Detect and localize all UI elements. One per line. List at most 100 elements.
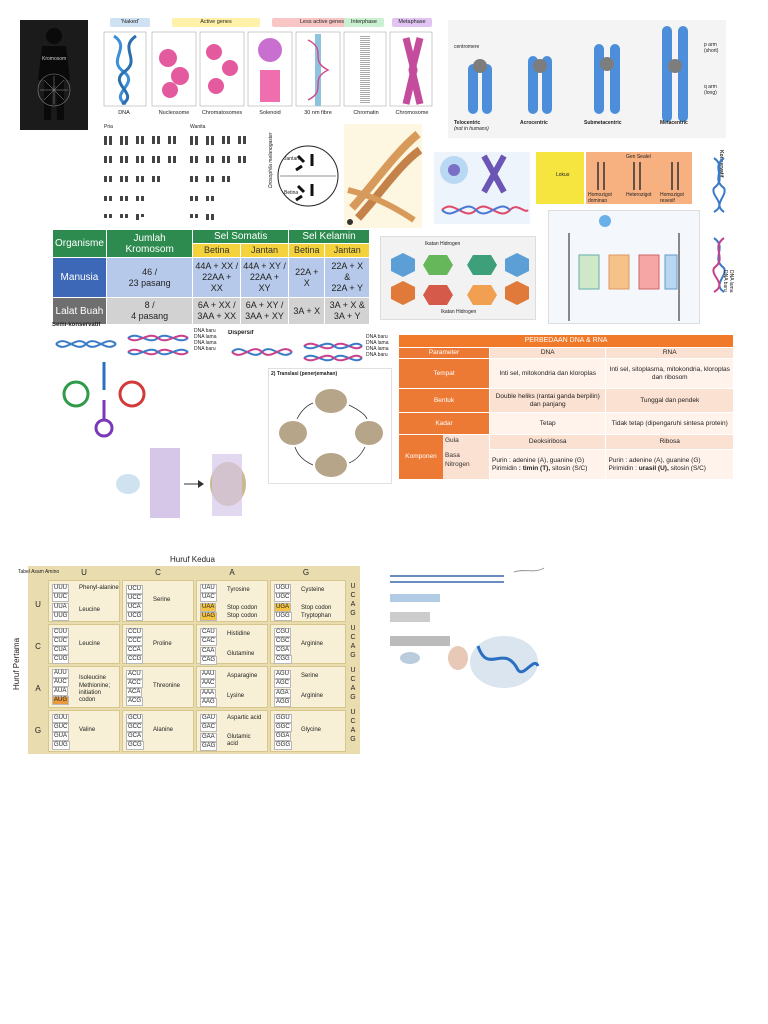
th-sel-somatis: Sel Somatis xyxy=(192,229,289,245)
karyotype-female-label: Wanita xyxy=(190,124,206,130)
first-g: G xyxy=(34,726,42,735)
th-jumlah-kromosom: Jumlah Kromosom xyxy=(105,229,194,259)
konservatif-legend-baru: DNA baru xyxy=(722,270,728,292)
dr-dna: Double heliks (rantai ganda berpilin) da… xyxy=(488,388,607,413)
disp-title: Dispersif xyxy=(228,330,254,336)
sub-betina-2: Betina xyxy=(287,243,326,259)
stage-chromatin: Chromatin xyxy=(353,110,379,116)
cell-som-jantan: 44A + XY /22AA + XY xyxy=(240,257,289,298)
translation-figure: 2) Translasi (penerjemahan) xyxy=(268,368,392,484)
cell-dna-graphic xyxy=(440,154,529,215)
disp-legend-3: DNA lama xyxy=(366,346,389,352)
second-u: U xyxy=(81,568,87,577)
cell-som-jantan: 6A + XY /3AA + XY xyxy=(240,297,289,325)
gene-box-title: Gen Sealel xyxy=(626,154,651,160)
first-a: A xyxy=(35,684,41,693)
dr-header-dna: DNA xyxy=(488,347,607,359)
nitrogen-label: Nitrogen xyxy=(445,461,470,468)
type-submetacentric: Submetacentric xyxy=(584,120,622,126)
protein-synthesis-figure xyxy=(384,566,552,696)
tag-naked: 'Naked' xyxy=(110,18,150,27)
semi-legend-1: DNA baru xyxy=(194,328,216,334)
ribosome-graphic xyxy=(116,448,246,518)
sub-betina-1: Betina xyxy=(192,243,242,259)
disp-legend-1: DNA baru xyxy=(366,334,388,340)
conservative-replication-figure: Konservatif DNA lama DNA baru xyxy=(704,150,744,330)
cell-kel-jantan: 3A + X &3A + Y xyxy=(324,297,370,325)
dr-param: Bentuk xyxy=(398,388,490,413)
drosophila-jantan: Jantan xyxy=(284,156,300,162)
dr-rna: Tunggal dan pendek xyxy=(605,388,734,413)
homozigot-dominan: Homozigot dominan xyxy=(588,192,612,204)
ribosome-figure xyxy=(110,446,248,520)
dna-rna-comparison-table: PERBEDAAN DNA & RNA Parameter DNA RNA Te… xyxy=(398,334,734,486)
tag-less-active: Less active genes xyxy=(272,18,372,27)
translation-title: 2) Translasi (penerjemahan) xyxy=(271,371,338,377)
centromere-pointer: centromere xyxy=(454,44,480,50)
table-row: Purin : adenine (A), guanine (G) Pirimid… xyxy=(399,449,734,480)
protein-synthesis-graphic xyxy=(390,567,545,688)
stage-chromatosomes: Chromatosomes xyxy=(201,110,243,116)
base-pair-graphic xyxy=(391,253,529,305)
table-row: Bentuk Double heliks (rantai ganda berpi… xyxy=(398,388,734,413)
conservative-helix-graphic xyxy=(712,157,726,293)
locus-label: Lokus xyxy=(556,172,570,178)
karyotype-chromosomes-graphic xyxy=(104,136,246,220)
chromatin-stages-graphic xyxy=(103,31,433,107)
disp-legend-4: DNA baru xyxy=(366,352,388,358)
disp-helix-graphic xyxy=(231,342,363,362)
allele-bars-graphic xyxy=(597,162,679,190)
th-organisme: Organisme xyxy=(52,229,107,259)
table-row: Tempat Inti sel, mitokondria dan kloropl… xyxy=(398,358,734,389)
row-name: Manusia xyxy=(52,257,107,298)
dr-dna-basa: Purin : adenine (A), guanine (G) Pirimid… xyxy=(488,449,607,480)
codon-table-tag: Tabel Asam Amino xyxy=(18,569,60,575)
dr-dna: Inti sel, mitokondria dan kloroplas xyxy=(488,358,607,389)
type-telocentric: Telocentric xyxy=(454,120,481,126)
dr-rna-gula: Ribosa xyxy=(605,434,734,450)
p-arm-label: p arm (short) xyxy=(704,42,719,54)
cell-to-dna-figure xyxy=(434,152,530,224)
body-label: Kromosom xyxy=(42,56,67,62)
semi-legend-4: DNA baru xyxy=(194,346,216,352)
table-row: Lalat Buah 8 /4 pasang 6A + XX /3AA + XX… xyxy=(52,297,370,325)
q-arm-label: q arm (long) xyxy=(704,84,717,96)
semi-legend-3: DNA lama xyxy=(194,340,217,346)
type-metacentric: Metacentric xyxy=(660,120,688,126)
hbond-label-2: Ikatan Hidrogen xyxy=(441,309,477,315)
hydrogen-bond-figure: Ikatan Hidrogen Ikatan Hidrogen xyxy=(380,236,536,320)
dr-rna: Inti sel, sitoplasma, mitokondria, kloro… xyxy=(605,358,734,389)
dr-table-title: PERBEDAAN DNA & RNA xyxy=(398,334,734,348)
type-acrocentric: Acrocentric xyxy=(520,120,548,126)
first-u: U xyxy=(35,600,41,609)
disp-legend-2: DNA lama xyxy=(366,340,389,346)
dr-param: Kadar xyxy=(398,412,490,435)
cell-kel-jantan: 22A + X &22A + Y xyxy=(324,257,370,298)
human-chromosome-figure: Kromosom xyxy=(20,20,88,130)
trna-cloverleaf-graphic xyxy=(62,362,146,438)
sub-jantan-2: Jantan xyxy=(324,243,370,259)
table-row: Kadar Tetap Tidak tetap (dipengaruhi sin… xyxy=(398,412,734,435)
drosophila-name: Drosophila melanogaster xyxy=(268,132,274,188)
crossing-over-figure xyxy=(344,124,422,228)
allele-figure: Gen Sealel Lokus Homozigot dominan Heter… xyxy=(536,152,692,204)
th-sel-kelamin: Sel Kelamin xyxy=(287,229,370,245)
cell-jumlah: 8 /4 pasang xyxy=(105,297,194,325)
dr-param: Tempat xyxy=(398,358,490,389)
